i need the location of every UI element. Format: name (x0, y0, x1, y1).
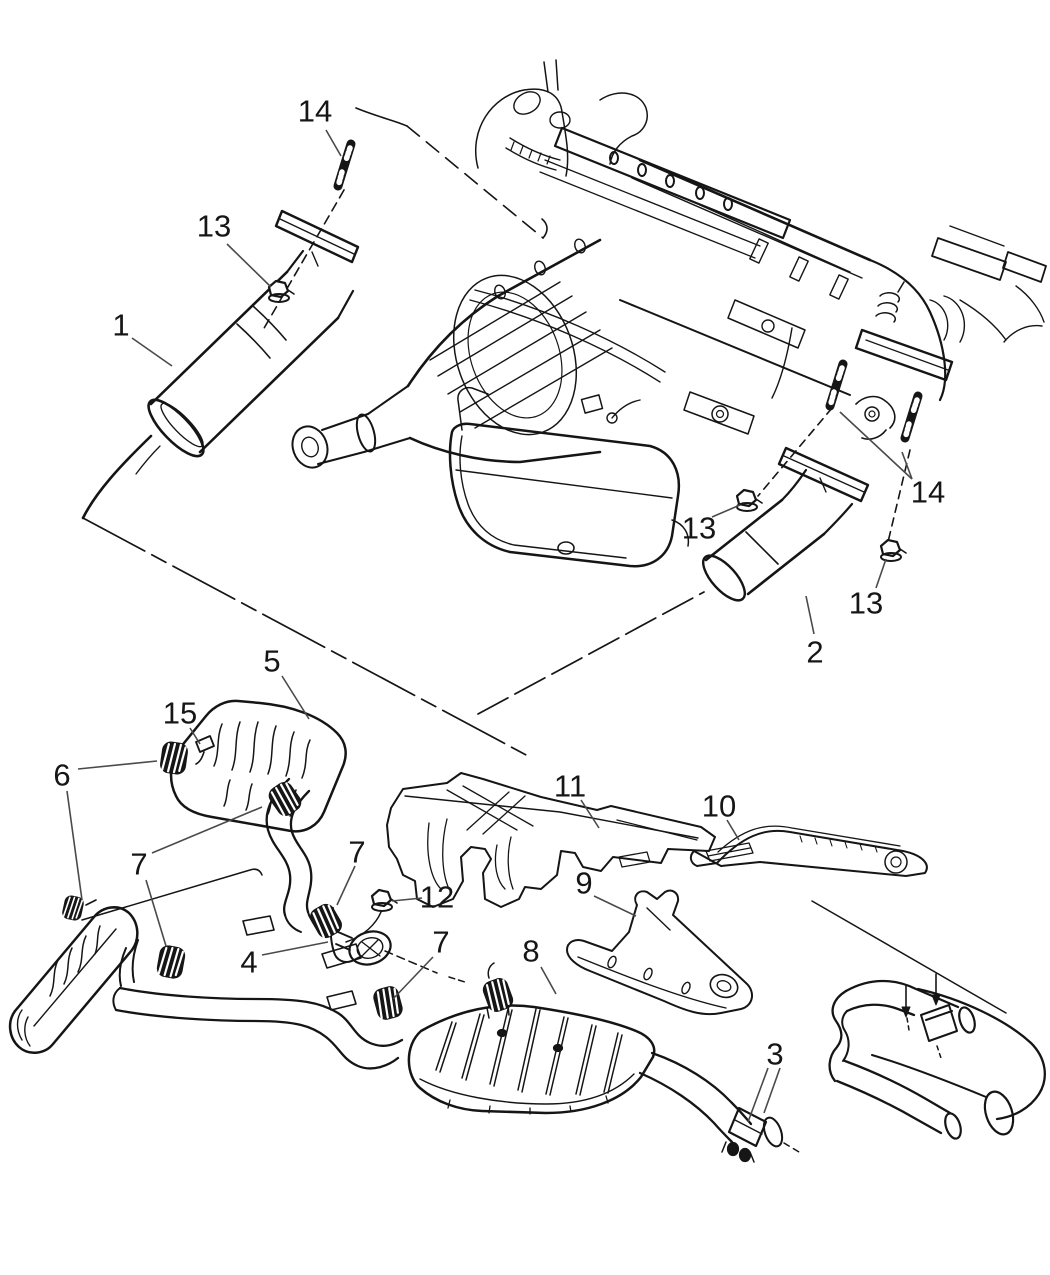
part-6-isolator (158, 740, 190, 776)
part-11-heat-shield (386, 772, 716, 908)
part-7-isolator (61, 894, 85, 922)
callout-6-isolator[interactable]: 6 (53, 758, 70, 793)
leader-line-14-right (901, 451, 913, 480)
leader-line-7-isolator-a (151, 806, 263, 854)
leader-line-13-upper-left (226, 243, 272, 288)
part-7-isolator (265, 778, 305, 820)
callout-13-upper-left[interactable]: 13 (197, 209, 231, 244)
leader-line-13-right-b (875, 558, 887, 589)
callout-10-heat-shield[interactable]: 10 (702, 789, 736, 824)
callout-9-heat-shield[interactable]: 9 (575, 866, 592, 901)
part-5-muffler (169, 699, 347, 933)
callout-7-isolator-b[interactable]: 7 (348, 835, 365, 870)
leader-line-14-right (839, 411, 913, 480)
leader-line-6-isolator (77, 760, 158, 770)
leader-line-7-isolator-b (336, 865, 356, 906)
part-8-muffler (407, 962, 800, 1153)
callout-3-clamp[interactable]: 3 (766, 1037, 783, 1072)
part-2-front-pipe (702, 446, 870, 602)
leader-line-9-heat-shield (593, 895, 637, 917)
part-1-front-pipe (81, 209, 360, 520)
callout-7-isolator-c[interactable]: 7 (432, 925, 449, 960)
tailpipe-assembly (811, 900, 1046, 1140)
leader-line-7-isolator-a (145, 879, 167, 947)
leader-line-5-muffler (281, 675, 310, 720)
callout-7-isolator-a[interactable]: 7 (130, 847, 147, 882)
callout-14-upper-left[interactable]: 14 (298, 94, 332, 129)
callout-14-right[interactable]: 14 (911, 475, 945, 510)
callout-5-muffler[interactable]: 5 (263, 644, 280, 679)
callout-layer: 14 13 1 14 13 13 2 5 15 6 7 7 11 10 12 9 4 7 8 3 (53, 94, 945, 1123)
callout-15-hanger[interactable]: 15 (163, 696, 197, 731)
leader-line-11-heat-shield (580, 799, 600, 829)
part-15-hanger (195, 735, 215, 765)
part-9-heat-shield (566, 889, 753, 1016)
leader-line-7-isolator-c (392, 956, 434, 1000)
part-13-nut-right-a (735, 488, 764, 513)
callout-11-heat-shield[interactable]: 11 (554, 769, 586, 804)
leader-line-10-heat-shield (726, 819, 740, 841)
leader-line-8-muffler (540, 966, 557, 995)
part-13-nut-right-b (879, 538, 908, 563)
leader-line-3-clamp (747, 1067, 769, 1123)
leader-line-1-front-pipe (131, 337, 173, 367)
leader-line-13-right-a (711, 504, 741, 518)
part-4-bracket (81, 868, 392, 969)
engine-transmission (291, 59, 1047, 568)
part-14-stud-upper (262, 107, 548, 331)
leader-line-15-hanger (189, 727, 201, 745)
callout-8-muffler[interactable]: 8 (522, 934, 539, 969)
callout-2-front-pipe[interactable]: 2 (806, 635, 823, 670)
callout-12-nut[interactable]: 12 (420, 880, 454, 915)
callout-13-right-b[interactable]: 13 (849, 586, 883, 621)
part-7-isolator (371, 984, 405, 1022)
assembly-axis-lines (82, 517, 705, 984)
leader-line-14-upper-left (325, 129, 342, 157)
callout-4-bracket[interactable]: 4 (240, 945, 257, 980)
leader-line-3-clamp (763, 1067, 781, 1114)
part-14-stud-right (757, 364, 918, 543)
leader-line-4-bracket (261, 941, 329, 956)
leader-line-12-nut (391, 897, 423, 902)
part-7-isolator (155, 944, 187, 980)
part-3-clamp (721, 1106, 768, 1163)
intermediate-pipe (112, 986, 404, 1070)
leader-line-6-isolator (66, 790, 83, 901)
part-7-isolator (307, 900, 345, 942)
callout-1-front-pipe[interactable]: 1 (112, 308, 129, 343)
part-10-heat-shield (689, 825, 928, 877)
leader-line-2-front-pipe (805, 595, 815, 635)
part-6-muffler (8, 899, 139, 1054)
callout-13-right-a[interactable]: 13 (682, 511, 716, 546)
